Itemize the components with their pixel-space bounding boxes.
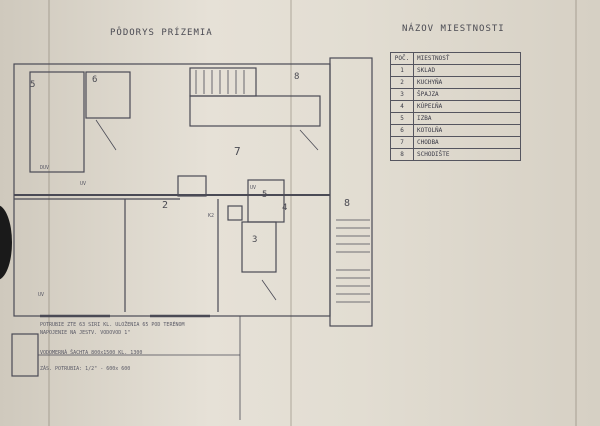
- tag-uv: UV: [80, 181, 87, 187]
- stair-diagonal: [261, 279, 277, 301]
- note-piping: ZÁS. POTRUBIA: 1/2" - 600x 600: [40, 366, 131, 372]
- room-label-7: 7: [234, 145, 242, 158]
- room-label-5-bath: 5: [262, 190, 269, 200]
- legend-name: SCHODIŠTE: [413, 148, 521, 161]
- legend-title: NÁZOV MIESTNOSTI: [402, 24, 505, 34]
- tag-uv: UV: [250, 185, 257, 191]
- room-7-upper-wall: [189, 95, 321, 127]
- note-meter-shaft: VODOMERNÁ ŠACHTA 800x1500 KL. 1300: [40, 350, 143, 356]
- paper-fold: [575, 0, 577, 426]
- note-pipe: POTRUBIE ZTE 63 SIRI KL. ULOŽENIA 65 POD…: [40, 322, 185, 328]
- note-connection: NAPOJENIE NA JESTV. VODOVOD 1": [40, 330, 131, 336]
- room-label-8-top: 8: [294, 72, 301, 82]
- chimney: [177, 175, 207, 197]
- legend-header-row: POČ. MIESTNOSŤ: [390, 52, 521, 65]
- paper-fold: [48, 0, 50, 426]
- room-label-3: 3: [252, 235, 259, 245]
- plan-title: PÔDORYS PRÍZEMIA: [110, 28, 213, 38]
- outer-wall: [13, 63, 331, 317]
- room-label-8: 8: [344, 198, 352, 209]
- paper-fold: [290, 0, 292, 426]
- room-label-5: 5: [30, 80, 37, 90]
- k2-box: [227, 205, 243, 221]
- room-5-wall: [29, 71, 85, 173]
- room-label-6: 6: [92, 75, 99, 85]
- room-3-wall: [241, 221, 277, 273]
- room-label-2: 2: [162, 200, 170, 211]
- stair-treads-top: [195, 70, 245, 94]
- stair-diagonal: [95, 119, 117, 151]
- stair-block-wall: [329, 57, 373, 327]
- water-meter-shaft: [11, 333, 39, 377]
- tag-k2: K2: [208, 213, 215, 219]
- dark-object: [0, 205, 12, 280]
- stair-treads-right: [336, 219, 370, 303]
- stair-upper: [189, 67, 257, 97]
- tag-duv: DUV: [40, 165, 50, 171]
- room-4-wall: [247, 179, 285, 223]
- tag-uv: UV: [38, 292, 45, 298]
- room-6-wall: [85, 71, 131, 119]
- room-label-4: 4: [282, 203, 289, 213]
- stair-diagonal: [299, 129, 319, 151]
